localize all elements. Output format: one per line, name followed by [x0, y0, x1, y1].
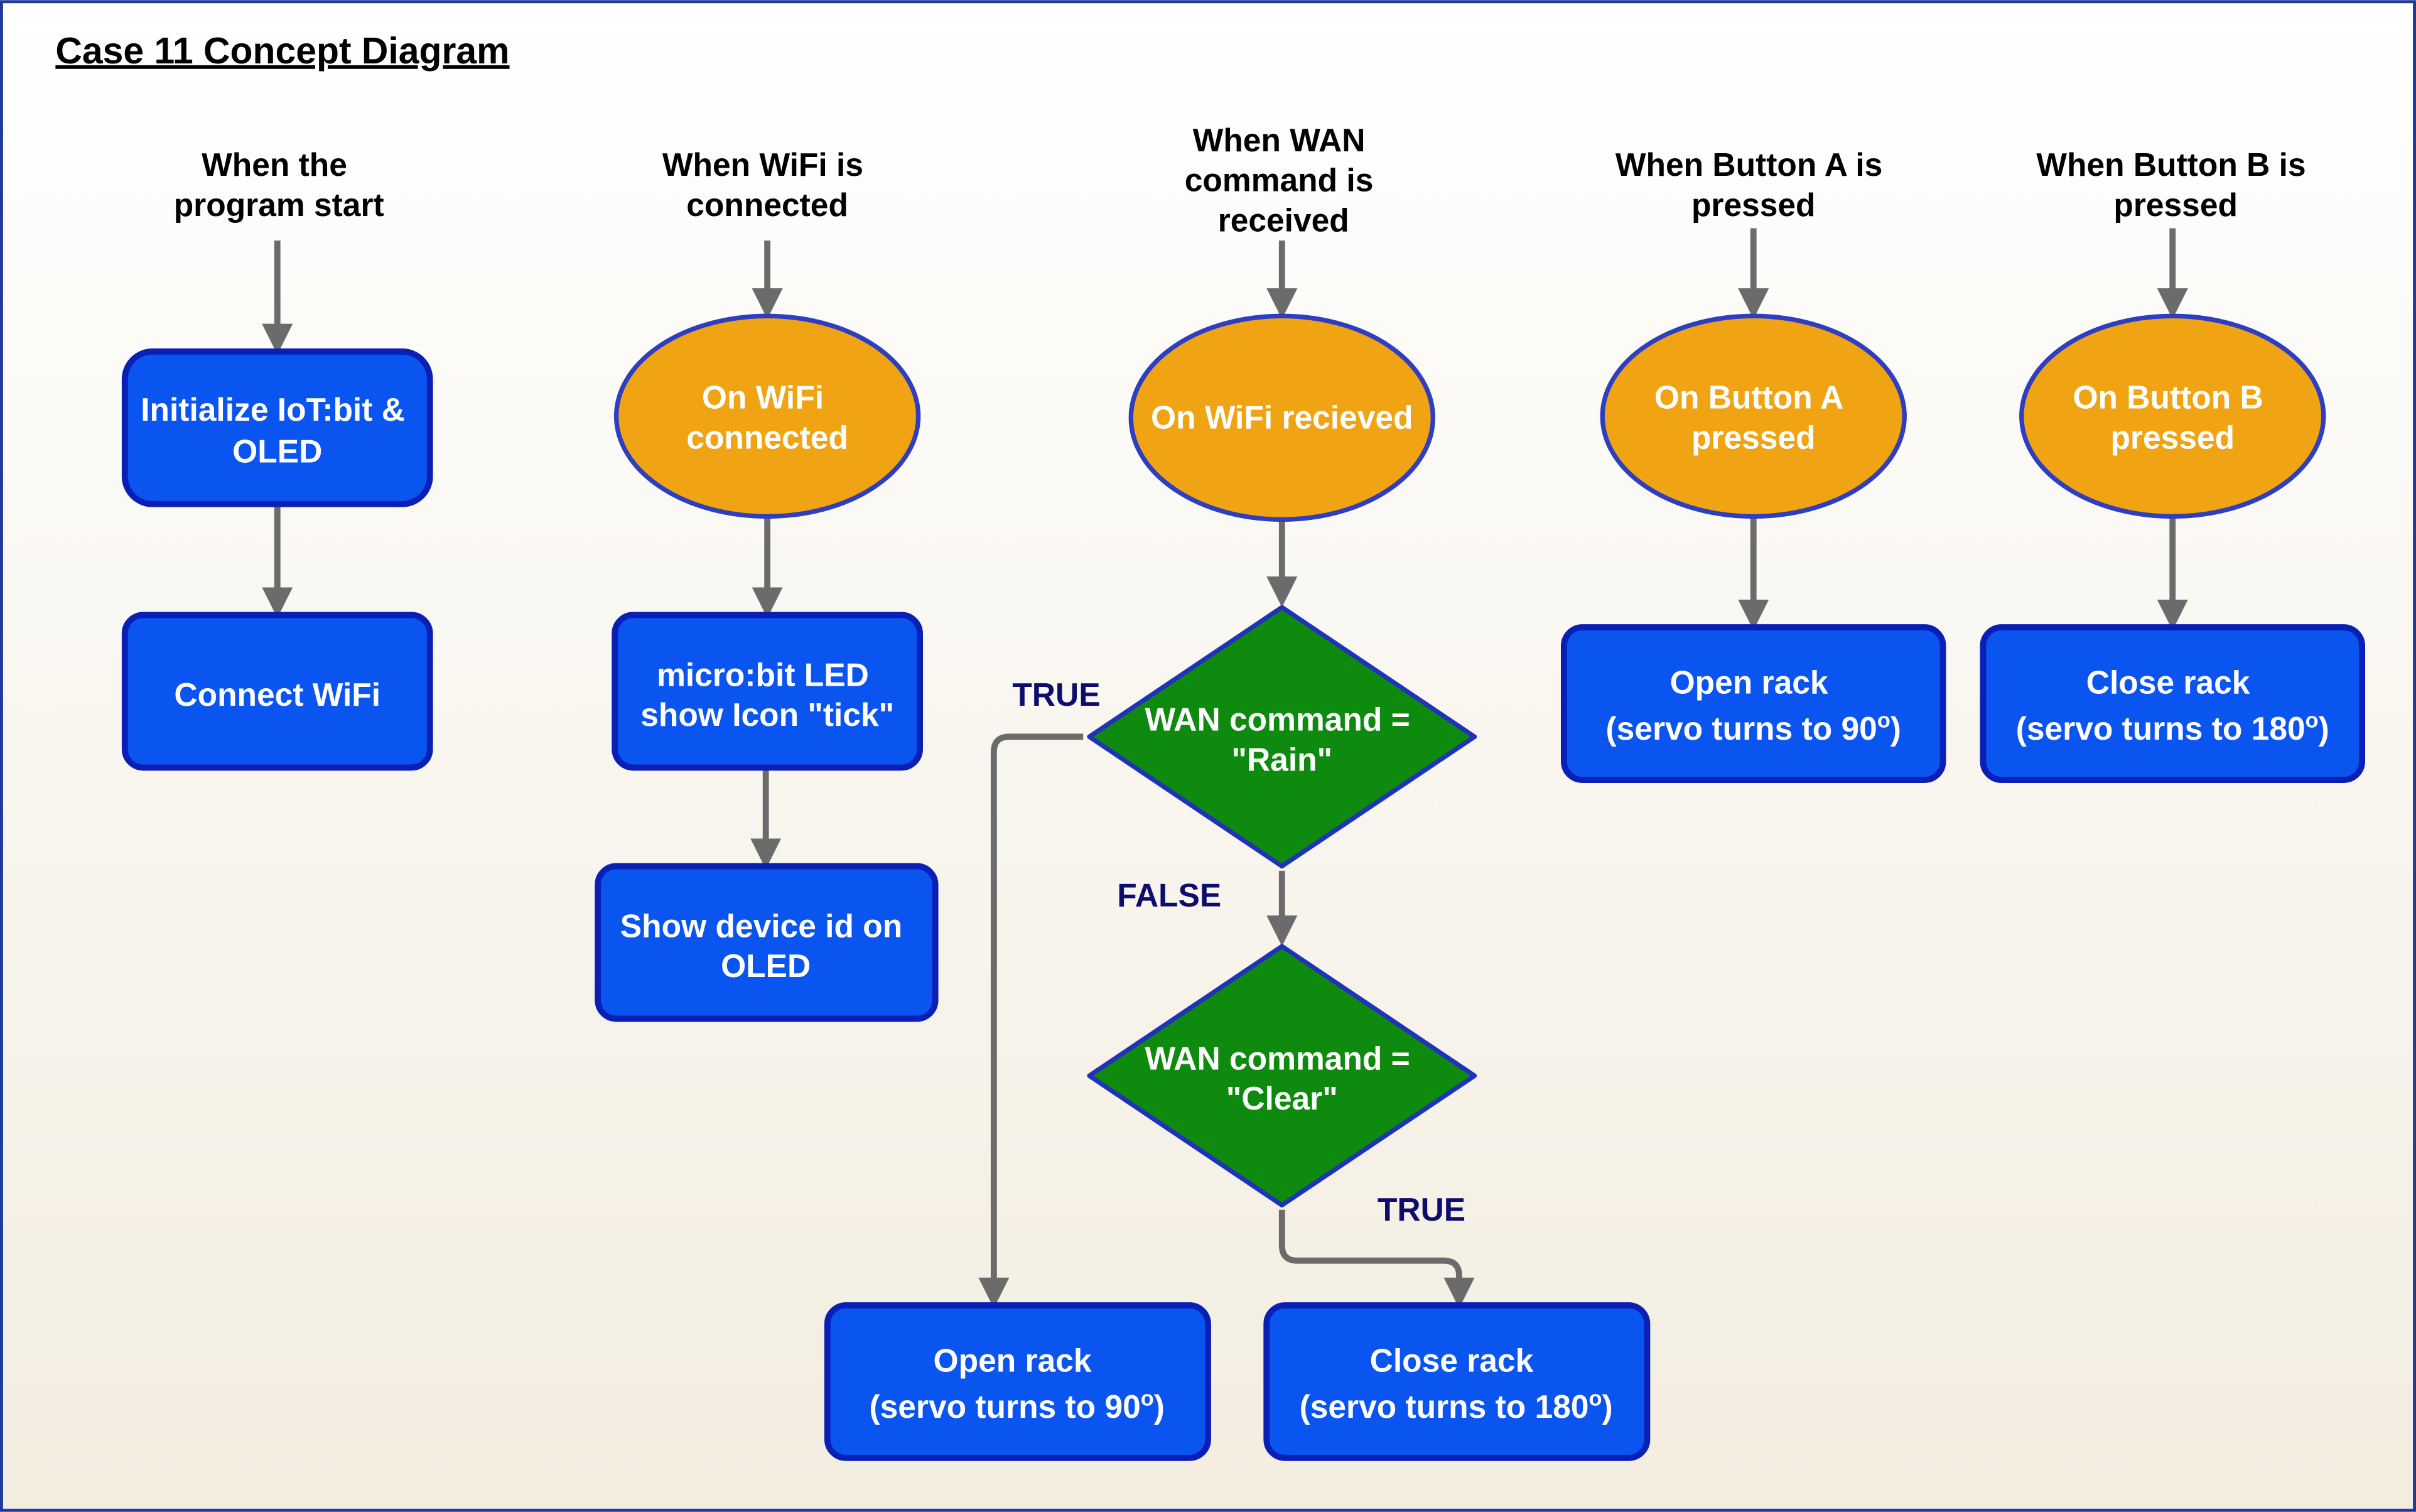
node-close-rack-button-b: Close rack (servo turns to 180o): [1980, 624, 2366, 783]
svg-text:WAN command = "Rain": WAN command = "Rain": [1145, 701, 1420, 778]
decision-rain: WAN command = "Rain": [1087, 605, 1477, 869]
node-show-device-id: Show device id on OLED: [595, 863, 939, 1022]
svg-text:Open rack (servo turns: Open rack (servo turns to 90o): [869, 1342, 1164, 1425]
decision-nodes: WAN command = "Rain" WAN command = "Clea…: [1087, 605, 1477, 1208]
branch-labels: TRUE FALSE TRUE: [1012, 676, 1465, 1228]
svg-text:On Button B pressed: On Button B pressed: [2073, 379, 2272, 456]
svg-text:Show device id on OLED: Show device id on OLED: [620, 907, 912, 984]
trigger-wifi-connected: When WiFi is connected: [662, 146, 872, 223]
triggers: When the program start When WiFi is conn…: [174, 122, 2315, 239]
process-nodes: Initialize IoT:bit & OLED Connect WiFi m…: [121, 348, 2366, 1461]
node-close-rack-wan: Close rack (servo turns to 180o): [1263, 1302, 1651, 1461]
node-on-button-a: On Button A pressed: [1600, 313, 1907, 519]
trigger-button-b: When Button B is pressed: [2036, 146, 2315, 223]
svg-text:On Button A pressed: On Button A pressed: [1654, 379, 1853, 456]
label-rain-true: TRUE: [1012, 676, 1100, 713]
decision-clear: WAN command = "Clear": [1087, 944, 1477, 1208]
trigger-program-start: When the program start: [174, 146, 384, 223]
svg-text:Connect WiFi: Connect WiFi: [174, 676, 380, 713]
node-connect-wifi: Connect WiFi: [121, 612, 433, 771]
svg-text:micro:bit LED show Ico: micro:bit LED show Icon "tick": [640, 656, 894, 733]
svg-text:WAN command = "Clear": WAN command = "Clear": [1145, 1040, 1420, 1116]
svg-text:Open rack (servo turns: Open rack (servo turns to 90o): [1606, 664, 1901, 747]
label-clear-true: TRUE: [1378, 1191, 1465, 1228]
trigger-wan-received: When WAN command is received: [1185, 122, 1383, 239]
node-initialize: Initialize IoT:bit & OLED: [121, 348, 433, 507]
page-title: Case 11 Concept Diagram: [55, 31, 509, 72]
trigger-button-a: When Button A is pressed: [1615, 146, 1892, 223]
node-open-rack-button-a: Open rack (servo turns to 90o): [1560, 624, 1946, 783]
arrow-clear-true-to-close: [1278, 1209, 1475, 1309]
svg-text:Close rack (servo turn: Close rack (servo turns to 180o): [2016, 664, 2329, 747]
svg-text:Initialize IoT:bit & O: Initialize IoT:bit & OLED: [141, 391, 414, 469]
svg-text:On WiFi recieved: On WiFi recieved: [1151, 399, 1413, 436]
arrow-rain-true-to-open: [978, 733, 1084, 1309]
label-rain-false: FALSE: [1117, 877, 1221, 913]
node-on-button-b: On Button B pressed: [2019, 313, 2326, 519]
svg-text:On WiFi connected: On WiFi connected: [686, 379, 848, 456]
node-on-wifi-received: On WiFi recieved: [1128, 313, 1435, 522]
svg-text:Close rack (servo turn: Close rack (servo turns to 180o): [1300, 1342, 1613, 1425]
node-on-wifi-connected: On WiFi connected: [613, 313, 921, 519]
connectors: [262, 228, 2188, 1309]
node-show-tick: micro:bit LED show Icon "tick": [612, 612, 923, 771]
node-open-rack-wan: Open rack (servo turns to 90o): [824, 1302, 1211, 1461]
event-nodes: On WiFi connected On WiFi recieved On Bu…: [613, 313, 2326, 522]
